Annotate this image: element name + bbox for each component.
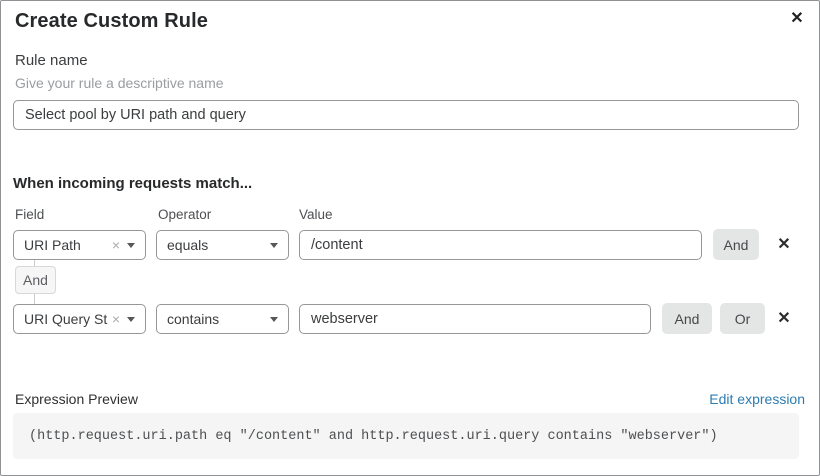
operator-select-row1-value: equals [167,237,209,253]
rule-name-input[interactable] [13,100,799,130]
match-heading: When incoming requests match... [13,175,253,192]
connector-line-top [34,260,35,266]
rule-name-hint: Give your rule a descriptive name [15,75,224,91]
value-input-row1[interactable] [299,230,702,260]
delete-row1-icon[interactable]: ✕ [777,236,791,253]
connector-line-bottom [34,294,35,304]
chevron-down-icon [127,242,135,248]
expression-preview-label: Expression Preview [15,391,138,407]
chevron-down-icon [270,316,278,322]
field-select-row1[interactable]: URI Path × [13,230,146,260]
expression-code-block: (http.request.uri.path eq "/content" and… [13,413,799,459]
column-label-field: Field [15,207,45,222]
or-button-row2[interactable]: Or [720,303,765,334]
edit-expression-link[interactable]: Edit expression [709,391,805,407]
rule-name-label: Rule name [15,52,88,69]
operator-select-row1[interactable]: equals [156,230,289,260]
dialog-title: Create Custom Rule [15,10,208,32]
expression-code: (http.request.uri.path eq "/content" and… [29,428,718,444]
and-button-row2[interactable]: And [662,303,712,334]
delete-row2-icon[interactable]: ✕ [777,310,791,327]
column-label-value: Value [299,207,333,222]
operator-select-row2-value: contains [167,311,220,327]
chevron-down-icon [127,316,135,322]
clear-icon[interactable]: × [111,237,120,253]
field-select-row1-value: URI Path [24,237,81,253]
value-input-row2[interactable] [299,304,651,334]
field-select-row2-value: URI Query St... [24,311,108,327]
column-label-operator: Operator [158,207,212,222]
close-icon[interactable]: ✕ [790,10,804,27]
operator-select-row2[interactable]: contains [156,304,289,334]
connector-and-badge: And [15,266,56,294]
chevron-down-icon [270,242,278,248]
clear-icon[interactable]: × [111,311,120,327]
field-select-row2[interactable]: URI Query St... × [13,304,146,334]
and-button-row1[interactable]: And [713,229,759,260]
